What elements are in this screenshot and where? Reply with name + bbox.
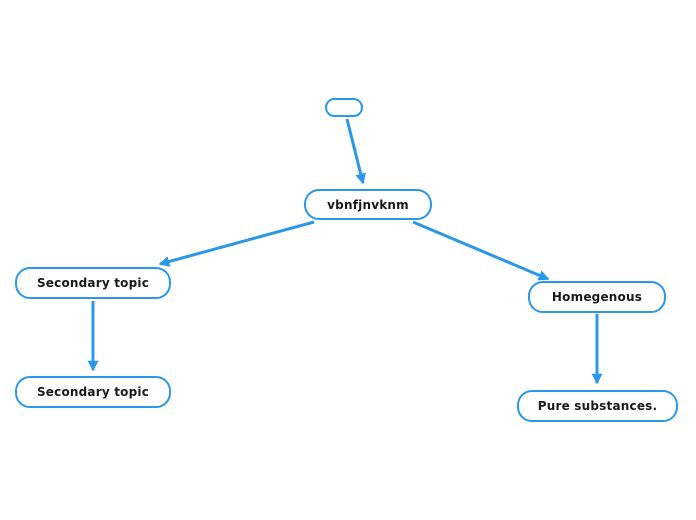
- node-label: Homegenous: [551, 290, 643, 304]
- node-child-right[interactable]: Pure substances.: [517, 390, 678, 422]
- edge-central-to-branch-right: [412, 220, 550, 281]
- node-label: vbnfjnvknm: [327, 197, 409, 212]
- node-floating-empty[interactable]: [325, 98, 363, 117]
- node-child-left[interactable]: Secondary topic: [15, 376, 171, 408]
- edge-floating-to-central: [345, 118, 366, 185]
- edge-central-to-branch-left: [158, 220, 315, 267]
- node-label: Secondary topic: [36, 276, 150, 290]
- node-label: Pure substances.: [537, 399, 658, 413]
- node-branch-right[interactable]: Homegenous: [528, 281, 666, 313]
- node-branch-left[interactable]: Secondary topic: [15, 267, 171, 299]
- node-label: Secondary topic: [36, 385, 150, 399]
- node-central[interactable]: vbnfjnvknm: [304, 189, 432, 220]
